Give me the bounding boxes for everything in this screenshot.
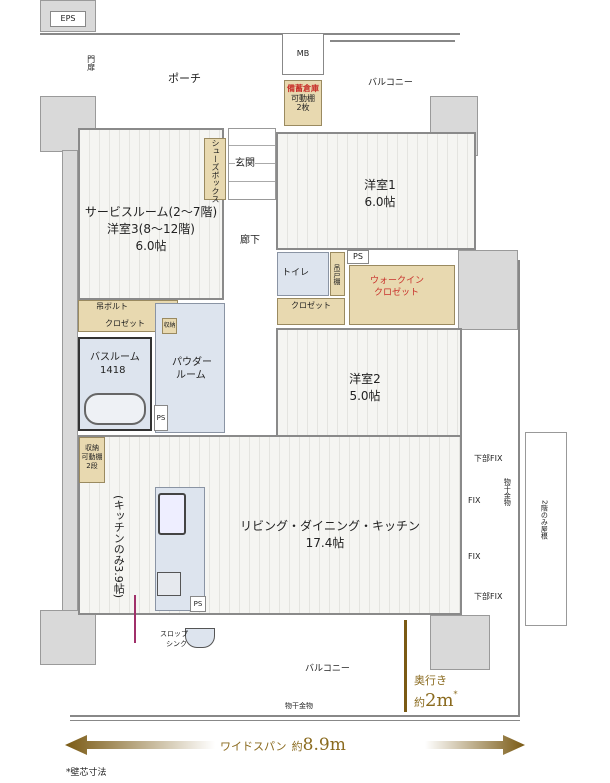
pillar-bottom-left [40,610,96,665]
left-wall [62,150,78,620]
service-closet-label: クロゼット [105,319,145,328]
balcony-top-label: バルコニー [368,78,413,88]
fix-label-2: FIX [468,496,481,505]
powder-storage: 収納 [162,318,177,334]
slop-sink-label-1: スロップ [160,630,188,638]
sink-icon [158,493,186,535]
toilet-label: トイレ [282,268,310,278]
span-text: ワイドスパン 約8.9m [220,735,346,755]
ps-powder: PS [154,405,168,431]
toilet-cabinet: 吊戸棚 [330,252,345,296]
mb-label: MB [282,33,324,75]
bath-name: バスルーム [90,352,140,363]
toilet [277,252,329,296]
balcony-bottom-rail [70,715,520,717]
balcony-bottom-rail-2 [70,720,520,721]
gate-label: 門扉 [86,55,96,71]
depth-mark: * [453,690,458,699]
roof-note: 2階のみ屋根 [540,500,549,540]
span-arrow-left [65,735,215,755]
wic-label-1: ウォークイン [370,276,425,286]
service-room-label-2: 洋室3(8〜12階) [107,222,195,236]
western2-size: 5.0帖 [349,389,381,403]
dryer-side-label: 物干金物 [503,478,512,506]
bolt-label: 吊ボルト [96,302,128,311]
western1-size: 6.0帖 [364,195,396,209]
closet-toilet: クロゼット [277,298,345,325]
span-arrow-right [425,735,525,755]
ldk-name: リビング・ダイニング・キッチン [240,519,421,533]
balcony-top-rail [330,40,455,42]
ps-kitchen: PS [190,596,206,612]
fix-label-3: FIX [468,552,481,561]
side-rail [518,260,520,715]
span-arrow [65,735,525,755]
porch-label: ポーチ [168,72,201,85]
western2-name: 洋室2 [349,372,381,386]
hallway-label: 廊下 [240,235,260,246]
footnote: *壁芯寸法 [66,768,107,778]
walk-in-closet [349,265,455,325]
service-room-label-1: サービスルーム(2〜7階) [84,205,218,219]
shoe-box: シューズボックス [204,138,226,203]
storage-title: 備蓄倉庫 [287,84,319,93]
entrance-label: 玄関 [235,158,255,170]
storage-shelf: 収納 可動棚 2段 [79,437,105,483]
roof-area [525,432,567,626]
storage-sub1: 可動棚 [291,93,315,103]
balcony-bottom-label: バルコニー [305,664,350,674]
kitchen-only-label: (キッチンのみ3.9帖) [112,495,126,599]
storage2-line3: 2段 [86,462,98,471]
western-room-1 [276,132,476,250]
pillar-top-left [40,96,96,152]
slop-sink-label-2: シンク [166,640,187,648]
dryer-bottom-label: 物干金物 [285,702,313,710]
western-room-2 [276,328,462,440]
fix-label-1: 下部FIX [474,454,503,463]
pillar-bottom-right [430,615,490,670]
western1-name: 洋室1 [364,178,396,192]
storage2-line2: 可動棚 [81,453,103,462]
depth-prefix: 約 [414,696,425,709]
bath-size: 1418 [100,365,126,376]
service-room-size: 6.0帖 [135,239,167,253]
eps-label: EPS [50,11,86,27]
powder-label-2: ルーム [176,370,206,381]
span-label: ワイドスパン [220,740,287,753]
porch-rail [40,33,460,35]
depth-label: 奥行き [414,674,447,687]
service-room [78,128,224,300]
slop-sink-icon [185,628,215,648]
depth-value: 2m [425,690,454,711]
depth-arrow [404,620,407,712]
span-value: 8.9m [302,735,346,755]
bathtub [84,393,146,425]
ldk [78,435,462,615]
pillar-right [458,250,518,330]
stove-icon [157,572,181,596]
wic-label-2: クロゼット [374,288,420,298]
depth-value-wrap: 約2m* [414,690,458,712]
storage2-line1: 収納 [85,444,99,452]
emergency-storage: 備蓄倉庫 可動棚 2枚 [284,80,322,126]
ps-toilet: PS [347,250,369,264]
storage-sub2: 2枚 [296,103,310,113]
kitchen-depth-arrow [134,595,136,643]
ldk-size: 17.4帖 [305,536,345,550]
span-prefix: 約 [291,740,303,753]
powder-label-1: パウダー [172,357,212,368]
fix-label-4: 下部FIX [474,592,503,601]
